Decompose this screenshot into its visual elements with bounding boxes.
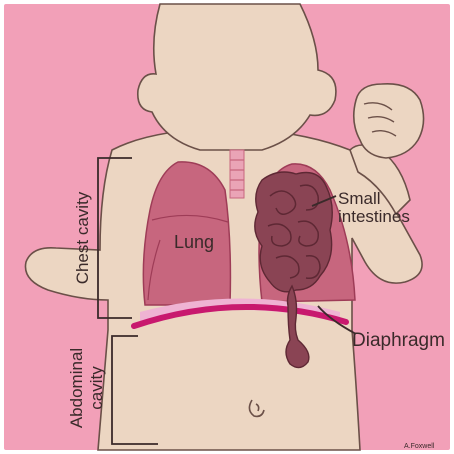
- trachea-tube: [230, 150, 244, 198]
- intestine-mass: [255, 172, 332, 292]
- abdominal-cavity-label-line1: Abdominal: [67, 348, 86, 428]
- small-intestines-label-line1: Small: [338, 189, 381, 208]
- small-intestines-label-line2: intestines: [338, 207, 410, 226]
- abdominal-cavity-label-line2: cavity: [87, 366, 106, 410]
- lung-label: Lung: [174, 232, 214, 252]
- artist-signature: A.Foxwell: [404, 443, 435, 450]
- chest-cavity-label: Chest cavity: [73, 191, 92, 284]
- trachea: [230, 150, 244, 198]
- raised-fist-icon: [354, 84, 424, 158]
- diaphragm-label: Diaphragm: [352, 330, 445, 351]
